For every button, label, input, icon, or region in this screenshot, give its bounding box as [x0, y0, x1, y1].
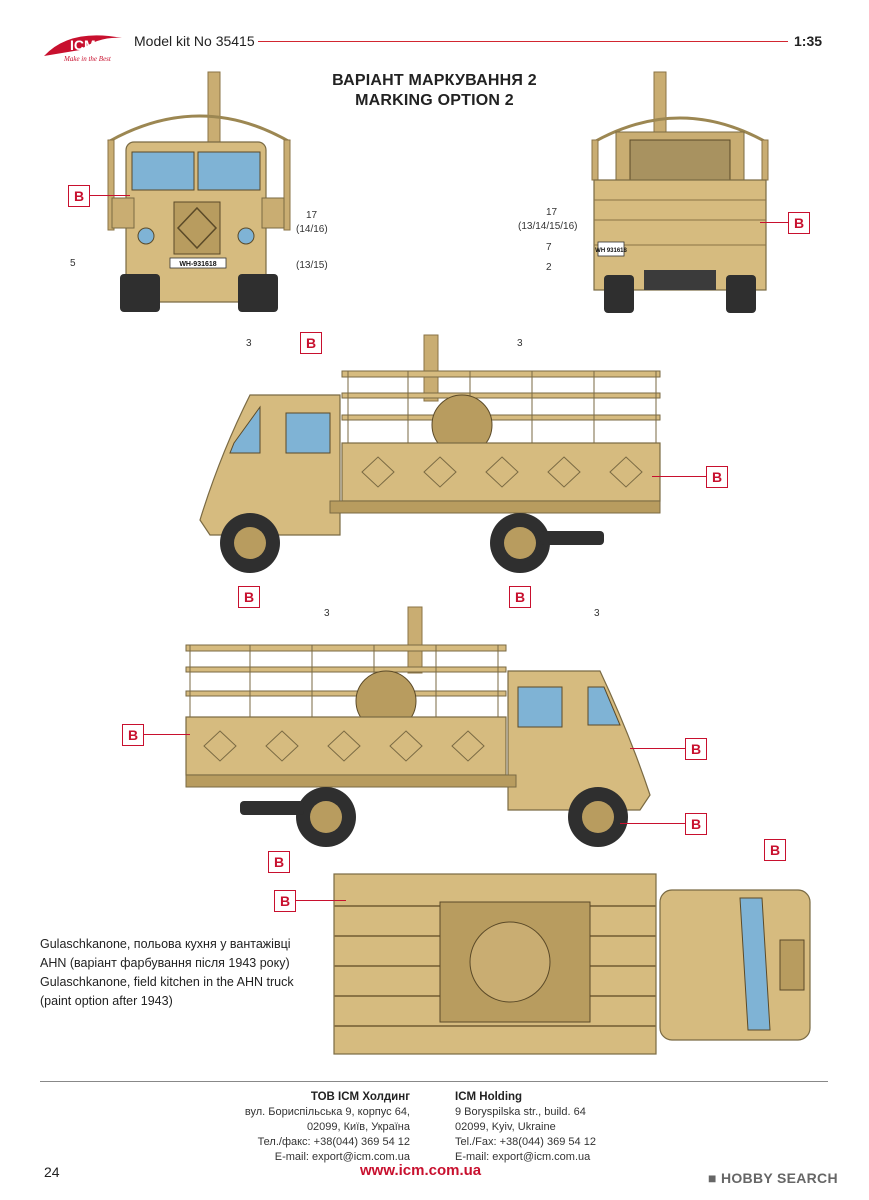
- caption-en-line2: (paint option after 1943): [40, 994, 173, 1008]
- leader-side2-cab: [630, 748, 685, 749]
- page-number: 24: [44, 1164, 60, 1180]
- footer-en-addr1: 9 Boryspilska str., build. 64: [455, 1106, 586, 1118]
- callout-side2-3a: 3: [324, 608, 330, 619]
- caption-uk-line1: Gulaschkanone, польова кухня у вантажівц…: [40, 937, 291, 951]
- footer-en-contacts: ICM Holding 9 Boryspilska str., build. 6…: [455, 1090, 655, 1165]
- truck-top-view: [333, 873, 811, 1055]
- icm-logo: ICM Make in the Best: [40, 30, 126, 64]
- marking-badge-rear: B: [788, 212, 810, 234]
- footer-ua-email[interactable]: E-mail: export@icm.com.ua: [274, 1151, 410, 1163]
- logo-tagline: Make in the Best: [63, 55, 112, 63]
- footer-ua-addr2: 02099, Київ, Україна: [306, 1121, 410, 1133]
- logo-graphic: ICM Make in the Best: [44, 35, 122, 63]
- model-kit-number: Model kit No 35415: [134, 33, 255, 49]
- leader-front-b: [90, 195, 130, 196]
- marking-badge-side2-wheel-rear: B: [268, 851, 290, 873]
- watermark: ■ HOBBY SEARCH: [708, 1170, 838, 1186]
- truck-side-view-right: [185, 606, 651, 847]
- leader-side2-body: [144, 734, 190, 735]
- footer-divider: [40, 1081, 828, 1082]
- callout-front-13-15: (13/15): [296, 260, 328, 271]
- watermark-text: HOBBY SEARCH: [720, 1170, 838, 1186]
- watermark-icon: ■: [708, 1170, 721, 1186]
- callout-front-17: 17: [306, 210, 318, 221]
- scale-label: 1:35: [794, 33, 823, 49]
- header-rule: [258, 41, 788, 42]
- footer-en-phone: Tel./Fax: +38(044) 369 54 12: [455, 1136, 596, 1148]
- website-link[interactable]: www.icm.com.ua: [360, 1162, 482, 1179]
- title-english: MARKING OPTION 2: [355, 92, 514, 109]
- callout-rear-17: 17: [546, 207, 558, 218]
- front-plate-text: WH-931618: [179, 261, 216, 268]
- footer-ua-company: ТОВ ICM Холдинг: [310, 1091, 410, 1103]
- truck-side-view-left: [199, 334, 661, 573]
- marking-badge-side2-cab: B: [685, 738, 707, 760]
- caption: Gulaschkanone, польова кухня у вантажівц…: [40, 935, 294, 1011]
- callout-front-5: 5: [70, 258, 76, 269]
- leader-side2-wheel-front: [620, 823, 685, 824]
- footer-en-addr2: 02099, Kyiv, Ukraine: [455, 1121, 556, 1133]
- marking-badge-side1-body: B: [706, 466, 728, 488]
- caption-uk-line2: AHN (варіант фарбування після 1943 року): [40, 956, 290, 970]
- caption-en-line1: Gulaschkanone, field kitchen in the AHN …: [40, 975, 294, 989]
- marking-badge-side2-body: B: [122, 724, 144, 746]
- logo-text: ICM: [70, 37, 96, 53]
- leader-side1-body: [652, 476, 706, 477]
- rear-plate-text: WH 931618: [595, 248, 627, 254]
- callout-side1-3a: 3: [246, 338, 252, 349]
- footer-en-company: ICM Holding: [455, 1091, 523, 1103]
- callout-side2-3b: 3: [594, 608, 600, 619]
- marking-badge-side1-wheel-rear: B: [509, 586, 531, 608]
- marking-badge-front: B: [68, 185, 90, 207]
- truck-rear-view: WH 931618: [591, 71, 769, 313]
- footer-en-email[interactable]: E-mail: export@icm.com.ua: [455, 1151, 591, 1163]
- marking-badge-top-body: B: [274, 890, 296, 912]
- leader-rear-b: [760, 222, 788, 223]
- marking-badge-side1-cab: B: [300, 332, 322, 354]
- marking-badge-side2-wheel-front: B: [685, 813, 707, 835]
- callout-rear-7: 7: [546, 242, 552, 253]
- callout-rear-17-sub: (13/14/15/16): [518, 221, 578, 232]
- callout-rear-2: 2: [546, 262, 552, 273]
- footer-ua-phone: Тел./факс: +38(044) 369 54 12: [257, 1136, 410, 1148]
- footer-ua-contacts: ТОВ ICM Холдинг вул. Бориспільська 9, ко…: [210, 1090, 410, 1165]
- leader-top-body: [296, 900, 346, 901]
- callout-front-17-sub: (14/16): [296, 224, 328, 235]
- marking-badge-side1-wheel-front: B: [238, 586, 260, 608]
- truck-front-view: WH-931618: [107, 71, 291, 312]
- marking-badge-top-cab: B: [764, 839, 786, 861]
- title-ukrainian: ВАРІАНТ МАРКУВАННЯ 2: [332, 72, 537, 89]
- callout-side1-3b: 3: [517, 338, 523, 349]
- footer-ua-addr1: вул. Бориспільська 9, корпус 64,: [244, 1106, 410, 1118]
